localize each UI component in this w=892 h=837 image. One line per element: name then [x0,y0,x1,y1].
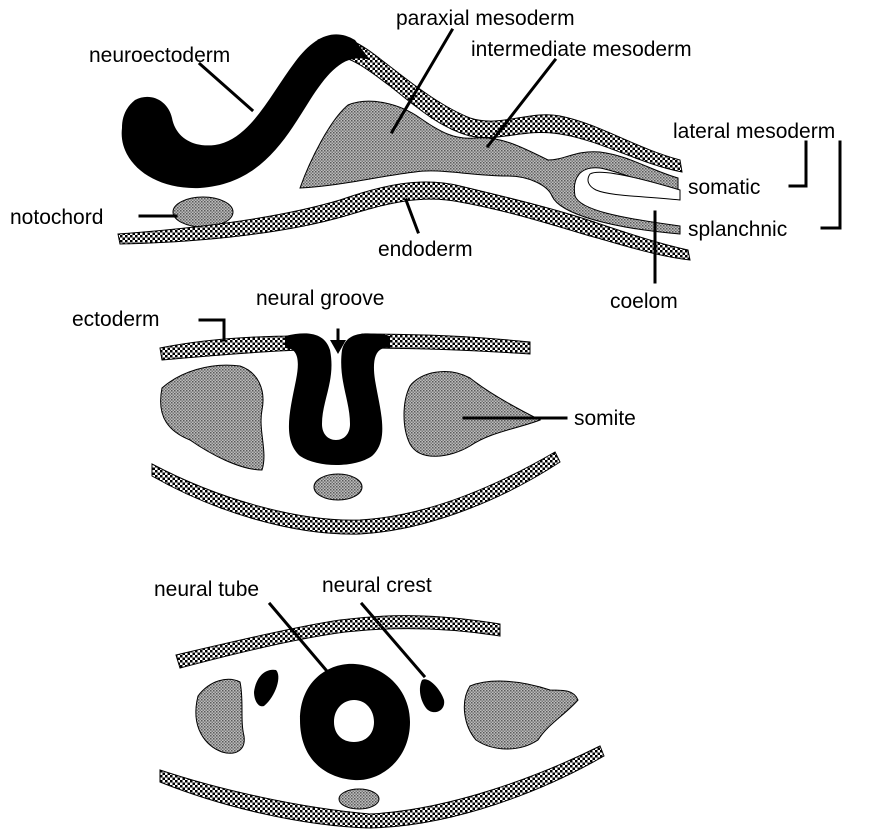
neural-crest-right [420,679,444,712]
somite-right [404,372,540,457]
notochord-shape [173,197,233,227]
label-neural-crest: neural crest [322,574,432,597]
notochord-shape-3 [339,789,379,809]
label-somatic: somatic [688,176,760,199]
neural-crest-left [254,670,278,707]
leader-ectoderm [200,320,224,340]
label-neuroectoderm: neuroectoderm [89,44,230,67]
label-somite: somite [574,407,636,430]
panel-3-neural-tube-stage [160,604,604,828]
label-neural-groove: neural groove [256,287,384,310]
label-notochord: notochord [10,206,103,229]
somite-left [161,365,264,470]
leader-neuroectoderm [200,64,252,110]
label-splanchnic: splanchnic [688,218,787,241]
label-coelom: coelom [610,290,678,313]
leader-splanchnic-bracket [822,142,840,228]
leader-somatic-bracket [790,142,806,186]
neural-tube-shape [300,664,410,780]
somite-right-3 [464,681,578,749]
label-lateral-mesoderm: lateral mesoderm [673,120,835,143]
label-endoderm: endoderm [378,238,473,261]
leader-neural-crest [362,604,424,676]
ectoderm-band-3 [176,616,500,668]
label-neural-tube: neural tube [154,578,259,601]
label-ectoderm: ectoderm [72,308,160,331]
panel-2-neural-groove-stage [152,320,566,534]
somite-left-3 [196,679,244,753]
label-intermediate-mesoderm: intermediate mesoderm [471,38,692,61]
leader-endoderm [406,200,418,232]
panel-1-early-embryo [118,30,840,282]
notochord-shape-2 [314,474,362,500]
label-paraxial-mesoderm: paraxial mesoderm [396,7,575,30]
ectoderm-band-left [160,336,300,360]
